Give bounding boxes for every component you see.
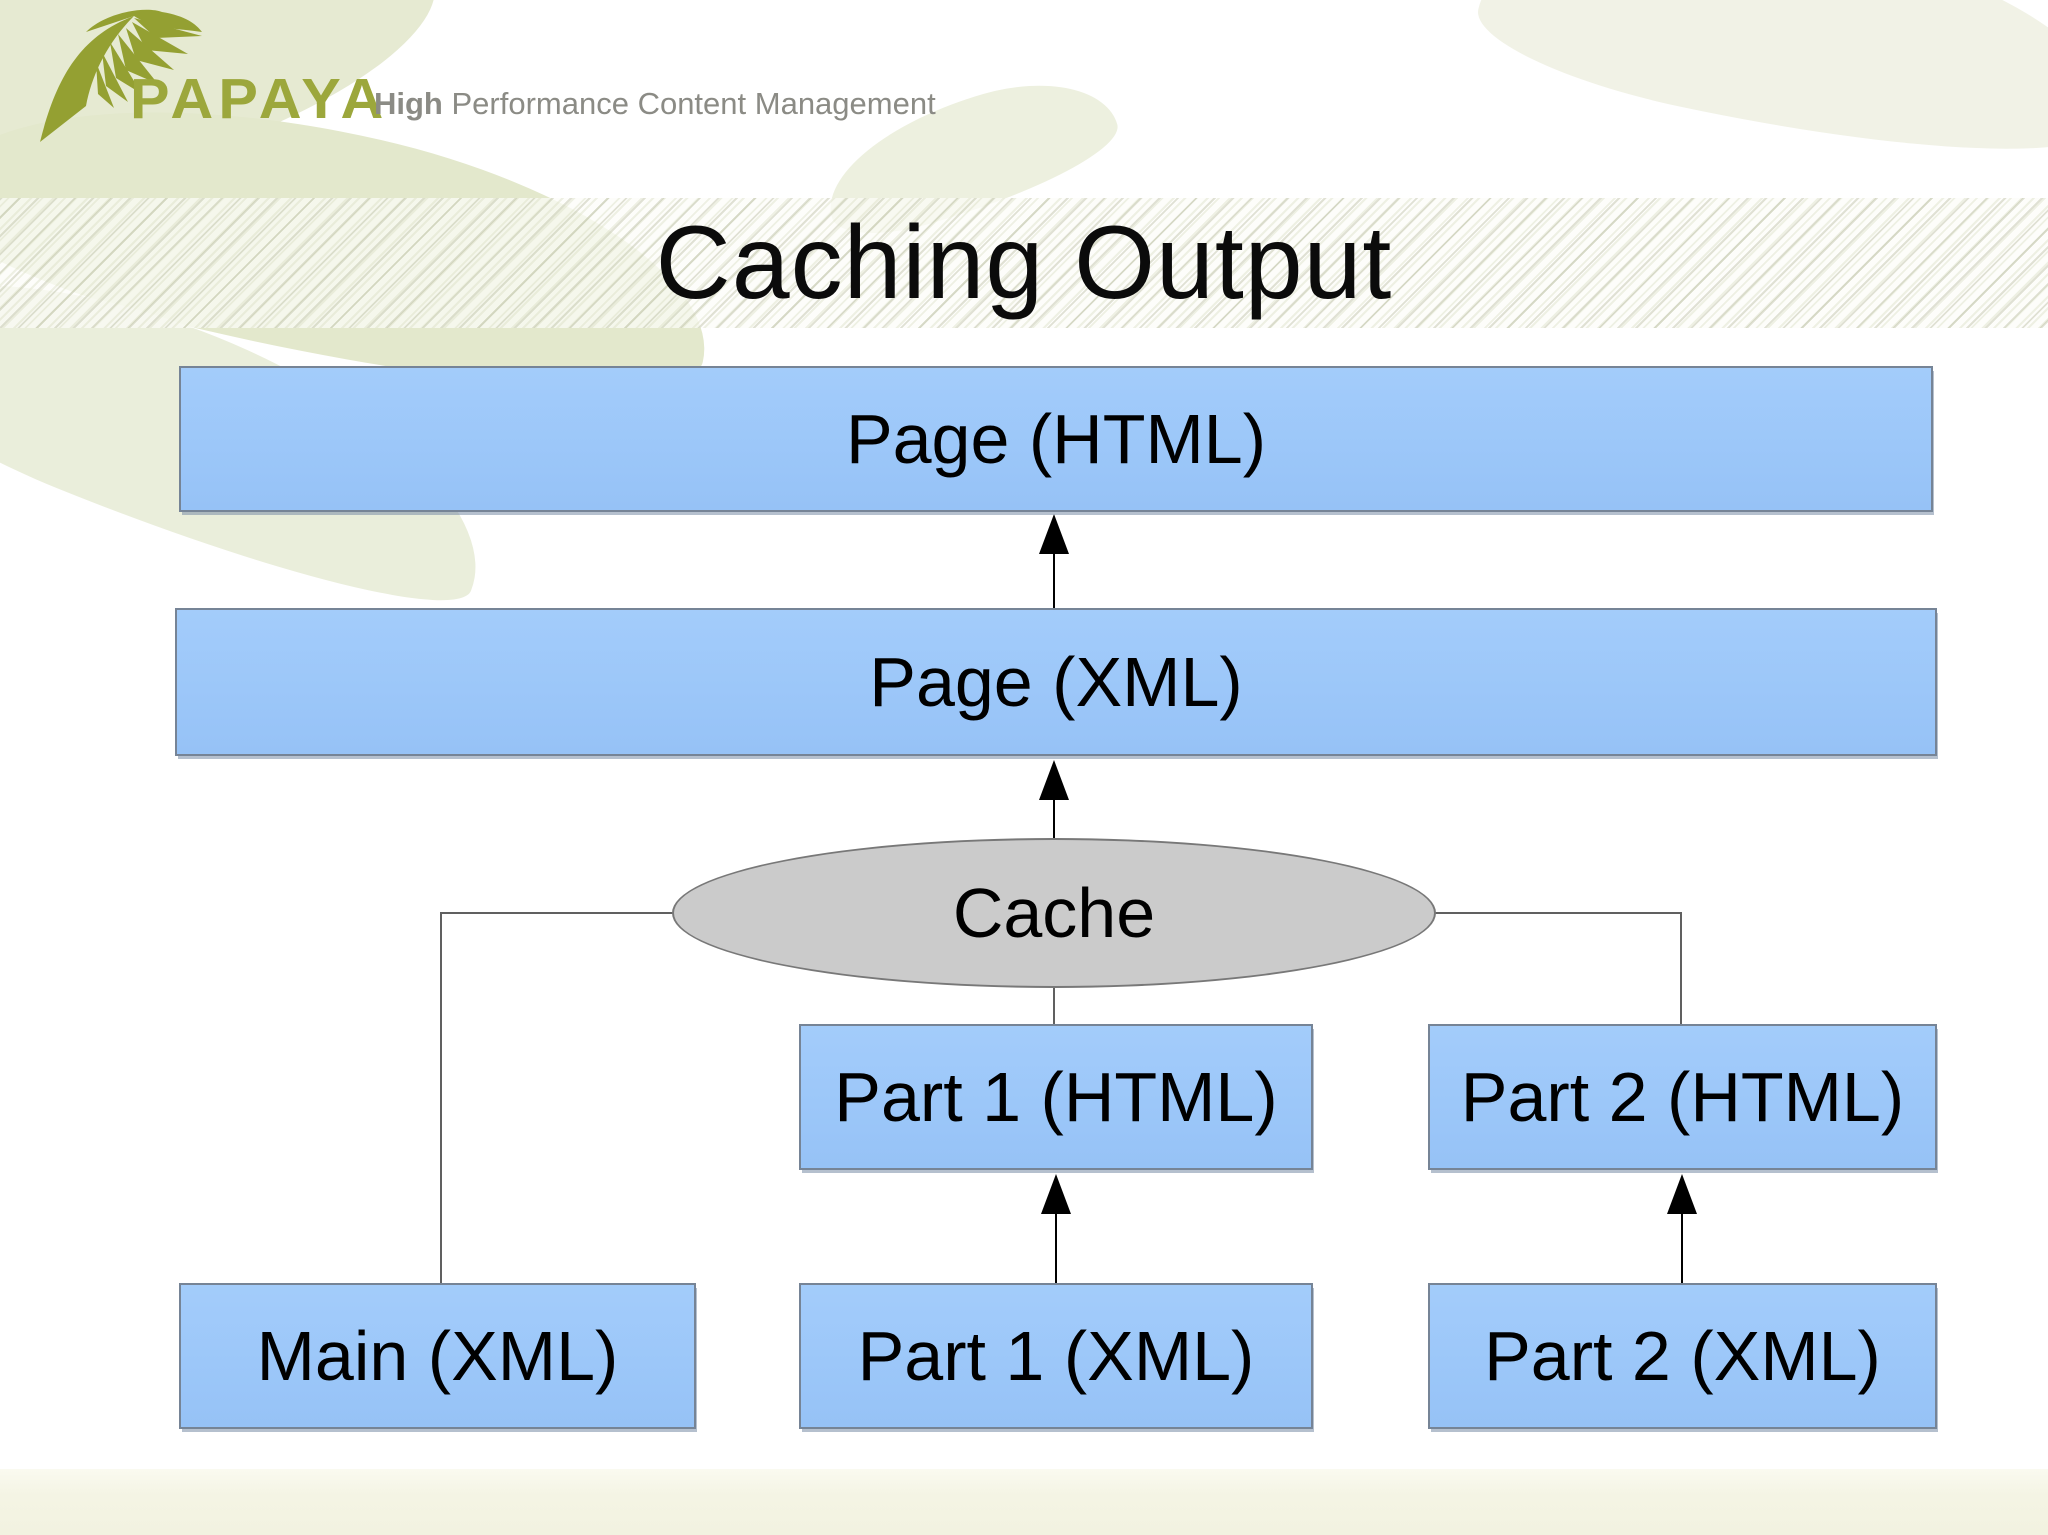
tagline-rest-text: Performance Content Management — [442, 86, 936, 121]
node-label: Page (HTML) — [845, 400, 1267, 478]
node-part2-xml: Part 2 (XML) — [1428, 1283, 1937, 1429]
node-part1-xml: Part 1 (XML) — [799, 1283, 1313, 1429]
slide-title: Caching Output — [655, 204, 1393, 321]
edge-cache-to-part2-html-vertical — [1680, 912, 1682, 1024]
brand-wordmark: PAPAYA — [130, 67, 389, 131]
brand-tagline: High Performance Content Management — [374, 86, 936, 122]
node-page-xml: Page (XML) — [175, 608, 1937, 756]
node-label: Page (XML) — [869, 643, 1243, 721]
node-page-html: Page (HTML) — [179, 366, 1933, 512]
node-label: Main (XML) — [256, 1317, 619, 1395]
node-label: Part 2 (HTML) — [1460, 1058, 1905, 1136]
node-part2-html: Part 2 (HTML) — [1428, 1024, 1937, 1170]
tagline-strong-text: High — [374, 86, 443, 121]
arrow-up-icon — [1039, 514, 1069, 554]
edge-cache-to-main-xml-horizontal — [440, 912, 676, 914]
title-band: Caching Output — [0, 198, 2048, 328]
arrow-up-icon — [1039, 760, 1069, 800]
node-main-xml: Main (XML) — [179, 1283, 696, 1429]
node-label: Part 2 (XML) — [1484, 1317, 1881, 1395]
node-cache: Cache — [672, 838, 1436, 988]
node-label: Part 1 (HTML) — [834, 1058, 1278, 1136]
edge-cache-to-main-xml-vertical — [440, 912, 442, 1283]
node-part1-html: Part 1 (HTML) — [799, 1024, 1313, 1170]
palm-frond-icon — [40, 9, 202, 142]
arrow-up-icon — [1041, 1174, 1071, 1214]
node-label: Cache — [952, 874, 1156, 952]
edge-cache-to-part1-html-vertical — [1053, 986, 1055, 1024]
leaf-decoration-icon — [1467, 0, 2048, 195]
arrow-up-icon — [1667, 1174, 1697, 1214]
papaya-logo: PAPAYA High Performance Content Manageme… — [0, 0, 1000, 160]
edge-cache-to-part2-html-horizontal — [1434, 912, 1682, 914]
node-label: Part 1 (XML) — [857, 1317, 1255, 1395]
footer-strip — [0, 1469, 2048, 1535]
